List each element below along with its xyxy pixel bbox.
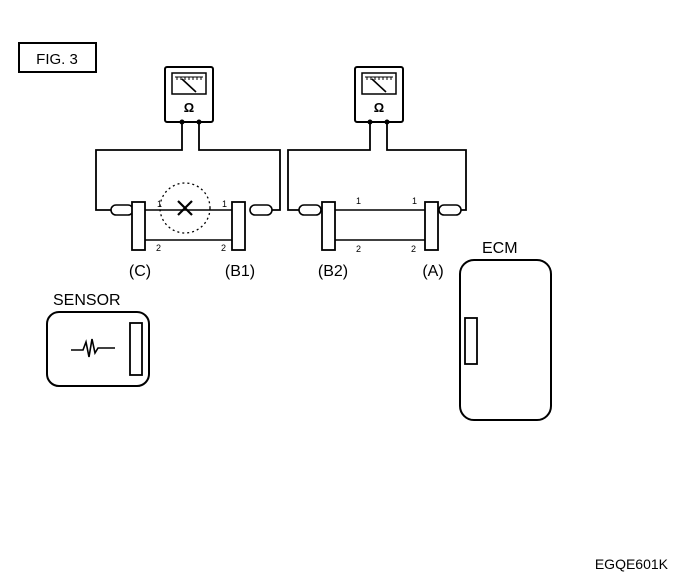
figure-code: EGQE601K: [595, 556, 669, 572]
ohm-symbol: Ω: [374, 100, 384, 115]
ecm-label: ECM: [482, 240, 518, 257]
ecm-connector: [464, 317, 478, 365]
pin-label: 2: [156, 243, 161, 253]
open-circuit-icon: [177, 200, 193, 216]
pin-label: 2: [221, 243, 226, 253]
open-circuit-highlight: [159, 182, 211, 234]
probe-tip: [249, 204, 273, 216]
right-ohmmeter: Ω: [354, 66, 404, 125]
pin-label: 2: [356, 244, 361, 254]
connector-b1: [231, 201, 246, 251]
meter-dial-icon: [365, 76, 393, 93]
pin-label: 1: [222, 199, 227, 209]
harness-b2-a: 1 2 1 2: [321, 196, 439, 254]
pin-label: 2: [411, 244, 416, 254]
sensor-connector: [129, 322, 143, 376]
figure-label: FIG. 3: [18, 42, 97, 73]
probe-tip: [438, 204, 462, 216]
meter-dial-icon: [175, 76, 203, 93]
pin-label: 1: [356, 196, 361, 206]
pin-label: 1: [157, 199, 162, 209]
connector-b2-label: (B2): [318, 263, 348, 280]
connector-a-label: (A): [422, 263, 443, 280]
left-ohmmeter: Ω: [164, 66, 214, 125]
pin-label: 1: [412, 196, 417, 206]
sensor-label: SENSOR: [53, 292, 121, 309]
connector-c: [131, 201, 146, 251]
signal-waveform-icon: [71, 338, 115, 358]
connector-a: [424, 201, 439, 251]
connector-b2: [321, 201, 336, 251]
sensor-body: [46, 311, 150, 387]
left-probe-leads: [95, 122, 281, 211]
ecm-body: [459, 259, 552, 421]
connector-c-label: (C): [129, 263, 151, 280]
right-probe-leads: [287, 122, 467, 211]
ohm-symbol: Ω: [184, 100, 194, 115]
probe-tip: [110, 204, 134, 216]
probe-tip: [298, 204, 322, 216]
harness-c-b1: 1 2 1 2: [131, 182, 246, 253]
figure-label-text: FIG. 3: [36, 51, 78, 68]
connector-b1-label: (B1): [225, 263, 255, 280]
